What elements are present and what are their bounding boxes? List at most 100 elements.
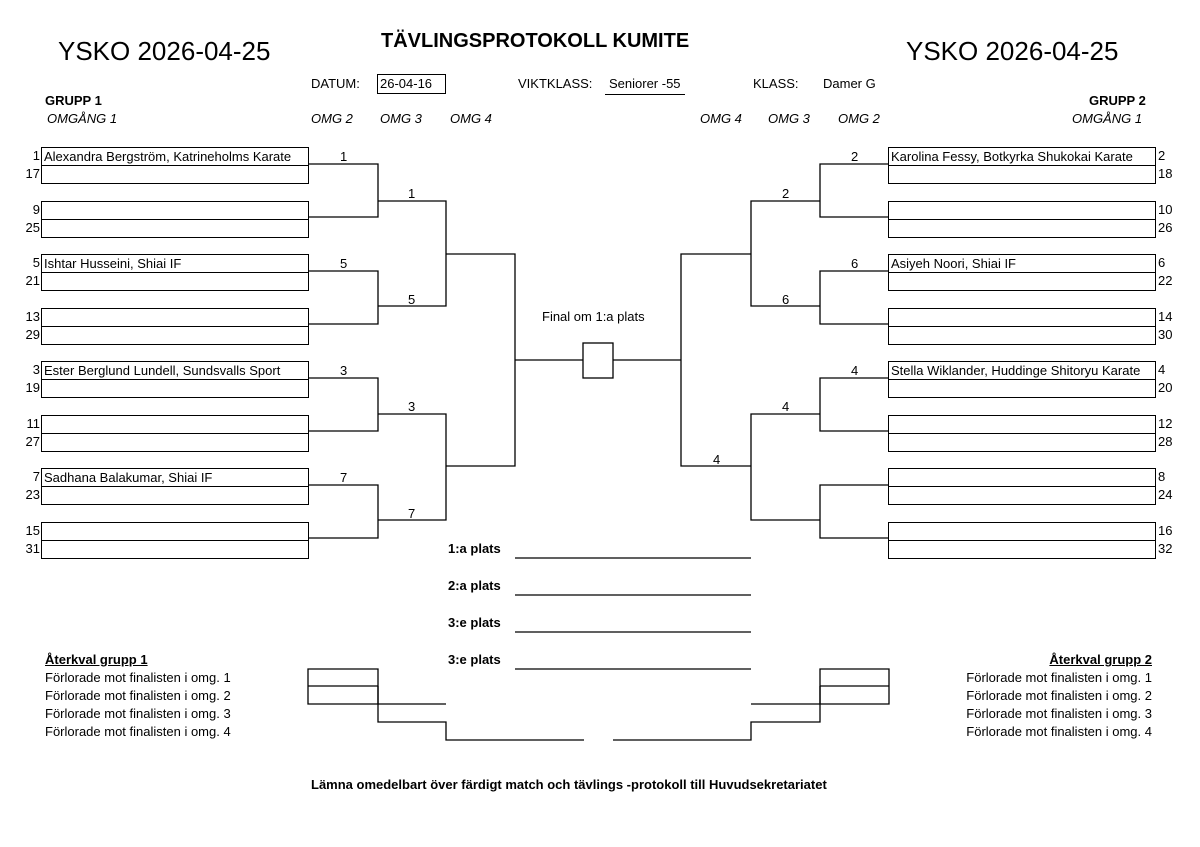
group2-competitor-slot-5[interactable]: Asiyeh Noori, Shiai IF (888, 254, 1156, 273)
group2-competitor-slot-14[interactable] (888, 486, 1156, 505)
group2-label: GRUPP 2 (1089, 93, 1146, 108)
group2-seed-13: 8 (1158, 469, 1166, 484)
group2-round1-label: OMGÅNG 1 (1072, 111, 1143, 126)
group1-competitor-slot-4[interactable] (41, 219, 309, 238)
group2-seed-12: 28 (1158, 434, 1173, 449)
group2-competitor-slot-4[interactable] (888, 219, 1156, 238)
placement-1: 1:a plats (448, 541, 501, 556)
group1-competitor-slot-14[interactable] (41, 486, 309, 505)
aterkval-g1-row-3: Förlorade mot finalisten i omg. 3 (45, 706, 231, 721)
group1-seed-15: 15 (25, 523, 40, 538)
group1-competitor-slot-1[interactable]: Alexandra Bergström, Katrineholms Karate (41, 147, 309, 166)
g1-omg2-result-1: 1 (340, 149, 348, 164)
group1-seed-2: 17 (25, 166, 40, 181)
group2-competitor-slot-15[interactable] (888, 522, 1156, 541)
group1-competitor-slot-15[interactable] (41, 522, 309, 541)
group1-round4-label: OMG 4 (450, 111, 492, 126)
group2-competitor-slot-6[interactable] (888, 272, 1156, 291)
group2-round4-label: OMG 4 (700, 111, 742, 126)
footer-note: Lämna omedelbart över färdigt match och … (311, 777, 827, 792)
g1-omg2-result-3: 3 (340, 363, 348, 378)
aterkval-g1-row-2: Förlorade mot finalisten i omg. 2 (45, 688, 231, 703)
g1-omg3-result-4: 7 (408, 506, 416, 521)
group2-competitor-slot-8[interactable] (888, 326, 1156, 345)
group1-competitor-slot-5[interactable]: Ishtar Husseini, Shiai IF (41, 254, 309, 273)
g2-omg2-result-3: 4 (851, 363, 859, 378)
group1-competitor-slot-12[interactable] (41, 433, 309, 452)
org-date-left: YSKO 2026-04-25 (58, 36, 271, 66)
group1-seed-7: 13 (25, 309, 40, 324)
group2-seed-4: 26 (1158, 220, 1173, 235)
group1-round2-label: OMG 2 (311, 111, 353, 126)
placement-2: 2:a plats (448, 578, 501, 593)
group1-seed-5: 5 (32, 255, 40, 270)
group1-seed-4: 25 (25, 220, 40, 235)
group2-round2-label: OMG 2 (838, 111, 880, 126)
group2-competitor-slot-9[interactable]: Stella Wiklander, Huddinge Shitoryu Kara… (888, 361, 1156, 380)
group2-competitor-slot-1[interactable]: Karolina Fessy, Botkyrka Shukokai Karate (888, 147, 1156, 166)
group2-competitor-slot-3[interactable] (888, 201, 1156, 220)
page-title: TÄVLINGSPROTOKOLL KUMITE (381, 30, 690, 52)
placement-3b: 3:e plats (448, 652, 501, 667)
aterkval-g1-row-4: Förlorade mot finalisten i omg. 4 (45, 724, 231, 739)
viktklass-value: Seniorer -55 (609, 76, 681, 91)
group1-competitor-slot-6[interactable] (41, 272, 309, 291)
group2-seed-16: 32 (1158, 541, 1173, 556)
final-label: Final om 1:a plats (542, 309, 645, 324)
group1-competitor-slot-7[interactable] (41, 308, 309, 327)
group2-competitor-slot-7[interactable] (888, 308, 1156, 327)
viktklass-label: VIKTKLASS: (518, 76, 593, 91)
g2-omg3-result-3: 4 (782, 399, 790, 414)
group2-competitor-slot-10[interactable] (888, 379, 1156, 398)
aterkval-g2-row-2: Förlorade mot finalisten i omg. 2 (966, 688, 1152, 703)
g2-omg2-result-1: 2 (851, 149, 859, 164)
group1-competitor-slot-13[interactable]: Sadhana Balakumar, Shiai IF (41, 468, 309, 487)
group1-competitor-slot-11[interactable] (41, 415, 309, 434)
group1-competitor-slot-3[interactable] (41, 201, 309, 220)
group2-seed-7: 14 (1158, 309, 1173, 324)
placement-3a: 3:e plats (448, 615, 501, 630)
group1-competitor-slot-8[interactable] (41, 326, 309, 345)
group1-competitor-slot-2[interactable] (41, 165, 309, 184)
group2-seed-15: 16 (1158, 523, 1173, 538)
klass-value: Damer G (823, 76, 876, 91)
group1-seed-3: 9 (32, 202, 40, 217)
klass-label: KLASS: (753, 76, 799, 91)
group1-competitor-slot-9[interactable]: Ester Berglund Lundell, Sundsvalls Sport (41, 361, 309, 380)
group1-label: GRUPP 1 (45, 93, 102, 108)
group2-competitor-slot-11[interactable] (888, 415, 1156, 434)
org-date-right: YSKO 2026-04-25 (906, 36, 1119, 66)
datum-value[interactable]: 26-04-16 (377, 74, 446, 94)
aterkval-g2-row-3: Förlorade mot finalisten i omg. 3 (966, 706, 1152, 721)
group2-seed-1: 2 (1158, 148, 1166, 163)
group2-competitor-slot-16[interactable] (888, 540, 1156, 559)
group1-seed-13: 7 (32, 469, 40, 484)
group1-seed-1: 1 (32, 148, 40, 163)
group1-round1-label: OMGÅNG 1 (47, 111, 118, 126)
g1-omg2-result-4: 7 (340, 470, 348, 485)
group2-competitor-slot-2[interactable] (888, 165, 1156, 184)
group2-seed-11: 12 (1158, 416, 1173, 431)
group1-seed-6: 21 (25, 273, 40, 288)
group2-seed-9: 4 (1158, 362, 1166, 377)
g2-omg4-result: 4 (713, 452, 721, 467)
group1-competitor-slot-16[interactable] (41, 540, 309, 559)
aterkval-group1-title: Återkval grupp 1 (45, 652, 148, 667)
group2-seed-2: 18 (1158, 166, 1173, 181)
g2-omg3-result-1: 2 (782, 186, 790, 201)
group2-competitor-slot-12[interactable] (888, 433, 1156, 452)
group2-competitor-slot-13[interactable] (888, 468, 1156, 487)
group2-seed-3: 10 (1158, 202, 1173, 217)
aterkval-g2-row-4: Förlorade mot finalisten i omg. 4 (966, 724, 1152, 739)
group1-round3-label: OMG 3 (380, 111, 422, 126)
g1-omg3-result-3: 3 (408, 399, 416, 414)
g1-omg2-result-2: 5 (340, 256, 348, 271)
datum-label: DATUM: (311, 76, 360, 91)
g2-omg3-result-2: 6 (782, 292, 790, 307)
g1-omg3-result-2: 5 (408, 292, 416, 307)
group1-seed-8: 29 (25, 327, 40, 342)
aterkval-group2-title: Återkval grupp 2 (1049, 652, 1152, 667)
group1-competitor-slot-10[interactable] (41, 379, 309, 398)
group1-seed-9: 3 (32, 362, 40, 377)
